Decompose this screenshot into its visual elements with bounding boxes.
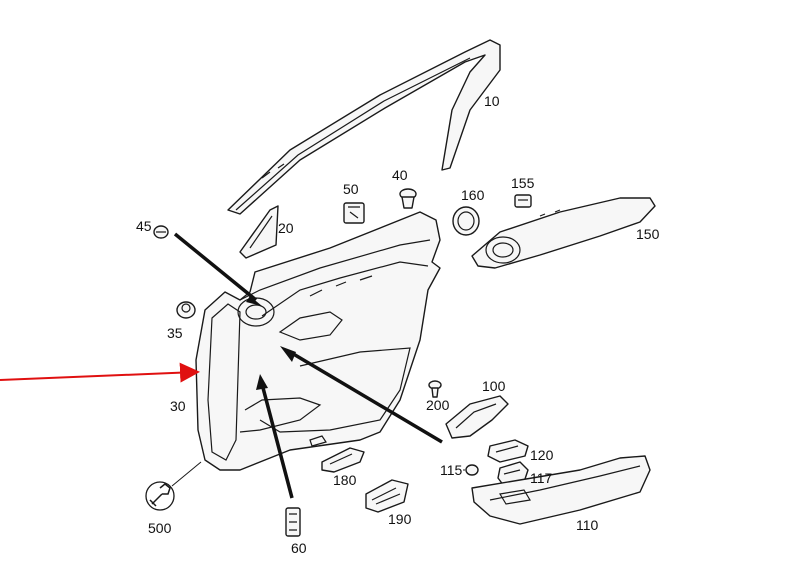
callout-20: 20 <box>278 220 294 236</box>
callout-200: 200 <box>426 397 450 413</box>
leader-lines <box>171 461 465 487</box>
part-20-corner-trim <box>239 205 279 259</box>
callout-40: 40 <box>392 167 408 183</box>
callout-100: 100 <box>482 378 506 394</box>
callout-180: 180 <box>333 472 357 488</box>
wrench-icon <box>145 481 175 511</box>
callout-155: 155 <box>511 175 535 191</box>
part-115-fastener <box>465 464 479 476</box>
part-30-door-trim-panel <box>195 211 441 471</box>
callout-190: 190 <box>388 511 412 527</box>
callout-117: 117 <box>530 470 553 486</box>
part-160-speaker-grille <box>452 206 480 236</box>
part-120-switch-bezel <box>487 439 529 463</box>
part-150-upper-trim-strip <box>471 197 656 269</box>
callout-10: 10 <box>484 93 500 109</box>
callout-120: 120 <box>530 447 554 463</box>
callout-45: 45 <box>136 218 152 234</box>
part-110-armrest <box>471 455 651 525</box>
part-10-window-frame-trim <box>227 39 501 215</box>
callout-500: 500 <box>148 520 172 536</box>
part-40-plug <box>399 188 417 209</box>
callout-160: 160 <box>461 187 485 203</box>
part-155-clip <box>514 194 532 208</box>
callout-110: 110 <box>576 517 599 533</box>
callout-150: 150 <box>636 226 660 242</box>
part-100-door-handle <box>445 395 509 439</box>
part-45-clip <box>153 225 169 239</box>
part-35-grommet <box>176 301 196 319</box>
callout-35: 35 <box>167 325 183 341</box>
assembly-pointers <box>173 232 443 499</box>
indicator-arrow <box>0 362 200 383</box>
callout-60: 60 <box>291 540 307 556</box>
part-190-switch-module <box>365 479 409 513</box>
callout-labels: 10 20 45 50 40 160 155 150 35 30 100 200… <box>136 93 660 556</box>
part-50-bracket-clip <box>343 202 365 224</box>
part-180-clip-holder <box>321 447 365 473</box>
part-200-screw <box>428 380 442 398</box>
callout-115: 115 <box>440 462 463 478</box>
callout-30: 30 <box>170 398 186 414</box>
callout-50: 50 <box>343 181 359 197</box>
part-60-lower-switch <box>285 507 301 537</box>
